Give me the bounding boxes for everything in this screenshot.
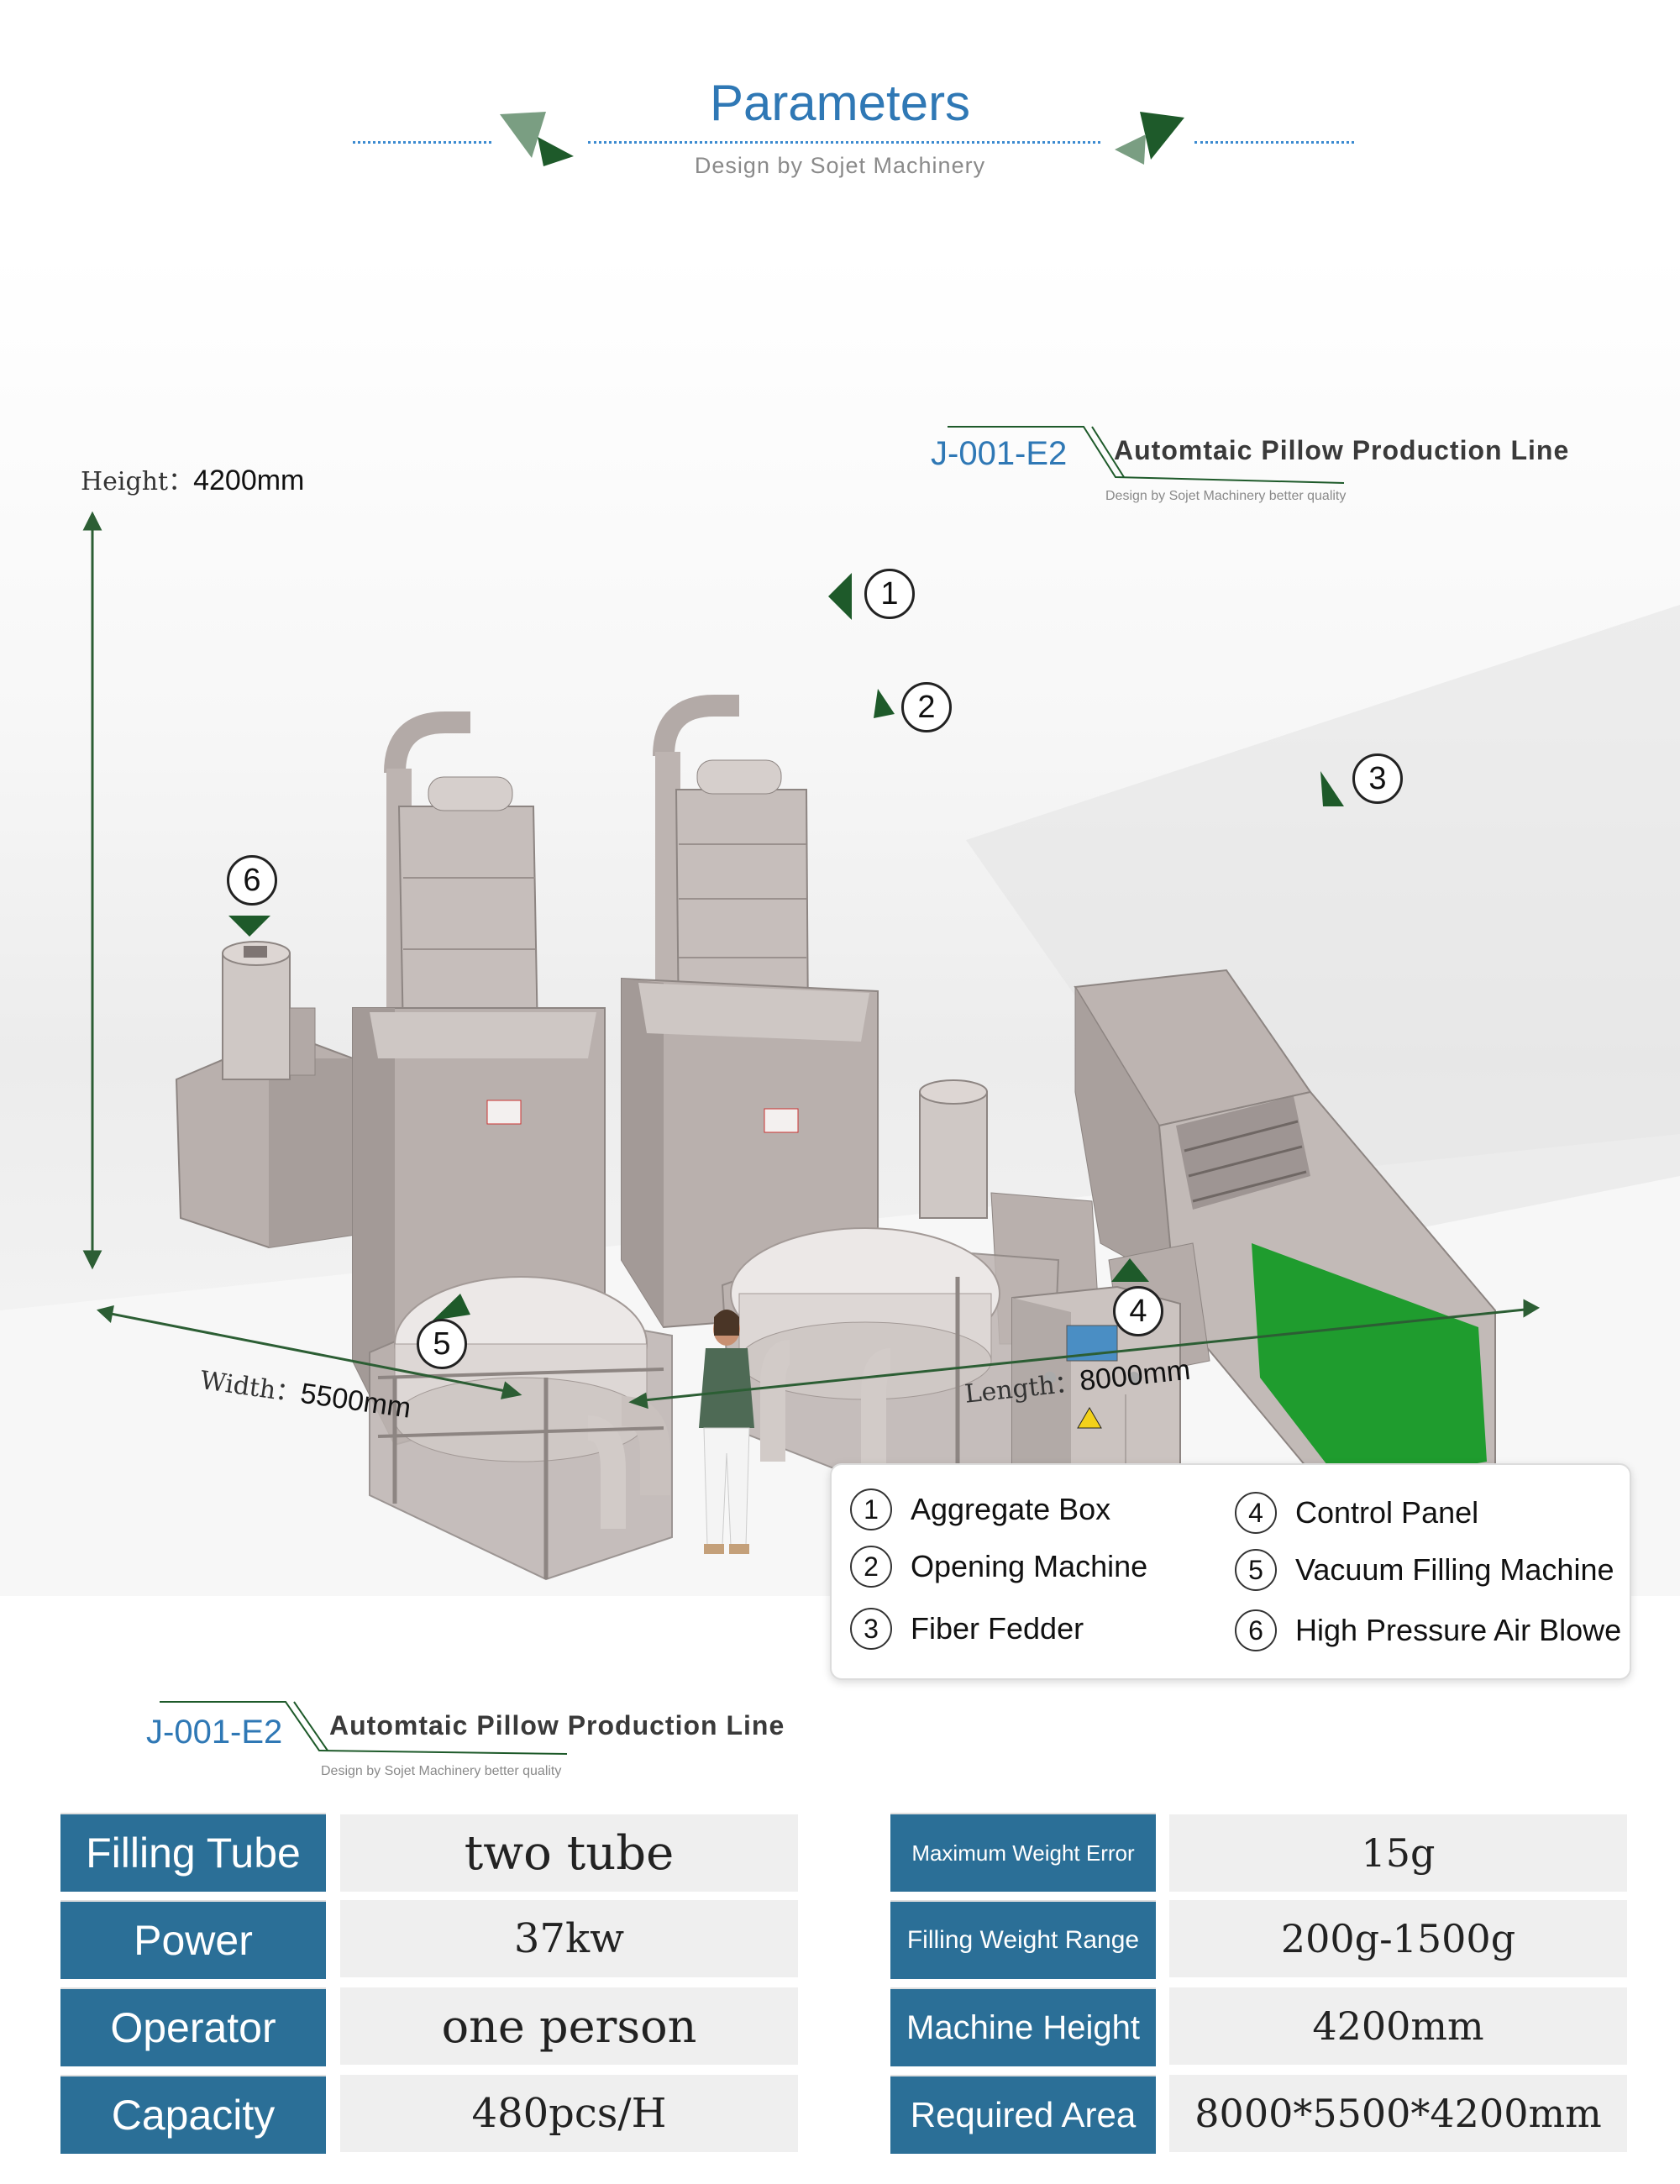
spec-label-power: Power [60,1900,326,1979]
legend-item-5: 5 Vacuum Filling Machine [1235,1549,1614,1591]
height-dimension: Height：4200mm [81,460,304,497]
spec-label-filling-tube: Filling Tube [60,1813,326,1892]
legend-label: Aggregate Box [911,1492,1111,1526]
header-divider-left [353,141,491,144]
spec-value-max-weight-error: 15g [1169,1814,1627,1892]
legend-number: 3 [850,1608,892,1650]
legend-number: 6 [1235,1609,1277,1651]
model-heading-ornament [948,426,1345,484]
operator-figure [699,1310,754,1554]
spec-label-operator: Operator [60,1987,326,2066]
callout-1: 1 [864,569,915,619]
callout-pointers [228,573,1344,1320]
spec-value-filling-weight-range: 200g-1500g [1169,1900,1627,1977]
fiber-feeder [1074,969,1496,1520]
legend-label: Opening Machine [911,1549,1148,1583]
page-subtitle: Design by Sojet Machinery [694,153,986,178]
legend-label: Fiber Fedder [911,1611,1084,1646]
spec-label-capacity: Capacity [60,2075,326,2154]
legend-item-3: 3 Fiber Fedder [850,1608,1084,1650]
legend-label: Vacuum Filling Machine [1295,1552,1614,1587]
spec-model-tagline: Design by Sojet Machinery better quality [321,1764,562,1778]
callout-4: 4 [1113,1286,1163,1336]
callout-3: 3 [1352,753,1403,804]
high-pressure-air-blower [175,941,354,1249]
legend-label: Control Panel [1295,1495,1479,1530]
spec-label-filling-weight-range: Filling Weight Range [890,1900,1156,1979]
spec-model-name: Automtaic Pillow Production Line [329,1710,785,1740]
legend-number: 4 [1235,1492,1277,1534]
spec-value-required-area: 8000*5500*4200mm [1169,2075,1627,2152]
spec-value-operator: one person [340,1987,798,2065]
spec-value-capacity: 480pcs/H [340,2075,798,2152]
legend-item-1: 1 Aggregate Box [850,1488,1110,1530]
model-tagline: Design by Sojet Machinery better quality [1105,489,1347,503]
height-value: 4200mm [193,465,305,496]
component-legend: 1 Aggregate Box 2 Opening Machine 3 Fibe… [830,1463,1631,1680]
spec-value-filling-tube: two tube [340,1814,798,1892]
legend-number: 5 [1235,1549,1277,1591]
spec-value-power: 37kw [340,1900,798,1977]
spec-label-required-area: Required Area [890,2075,1156,2154]
callout-2: 2 [901,682,952,732]
spec-heading-ornament [160,1701,568,1755]
dimension-arrows [82,511,1541,1410]
legend-label: High Pressure Air Blowe [1295,1613,1622,1647]
header-ornament-right [1115,112,1184,165]
production-line-illustration: Height：4200mm Width：5500mm Length：8000mm… [0,252,1680,1596]
legend-item-4: 4 Control Panel [1235,1492,1478,1534]
legend-item-6: 6 High Pressure Air Blowe [1235,1609,1621,1651]
legend-number: 2 [850,1546,892,1588]
spec-label-max-weight-error: Maximum Weight Error [890,1813,1156,1892]
legend-number: 1 [850,1488,892,1530]
spec-value-machine-height: 4200mm [1169,1987,1627,2065]
model-name: Automtaic Pillow Production Line [1114,435,1570,465]
spec-model-code: J-001-E2 [146,1714,283,1751]
header-ornament-left [500,112,574,166]
header-divider-center [588,141,1100,144]
header-divider-right [1194,141,1354,144]
model-code: J-001-E2 [931,435,1068,472]
page-title: Parameters [709,75,971,131]
spec-label-machine-height: Machine Height [890,1987,1156,2066]
legend-item-2: 2 Opening Machine [850,1546,1147,1588]
callout-6: 6 [227,855,277,906]
callout-5: 5 [417,1319,467,1369]
height-label: Height： [81,467,194,496]
